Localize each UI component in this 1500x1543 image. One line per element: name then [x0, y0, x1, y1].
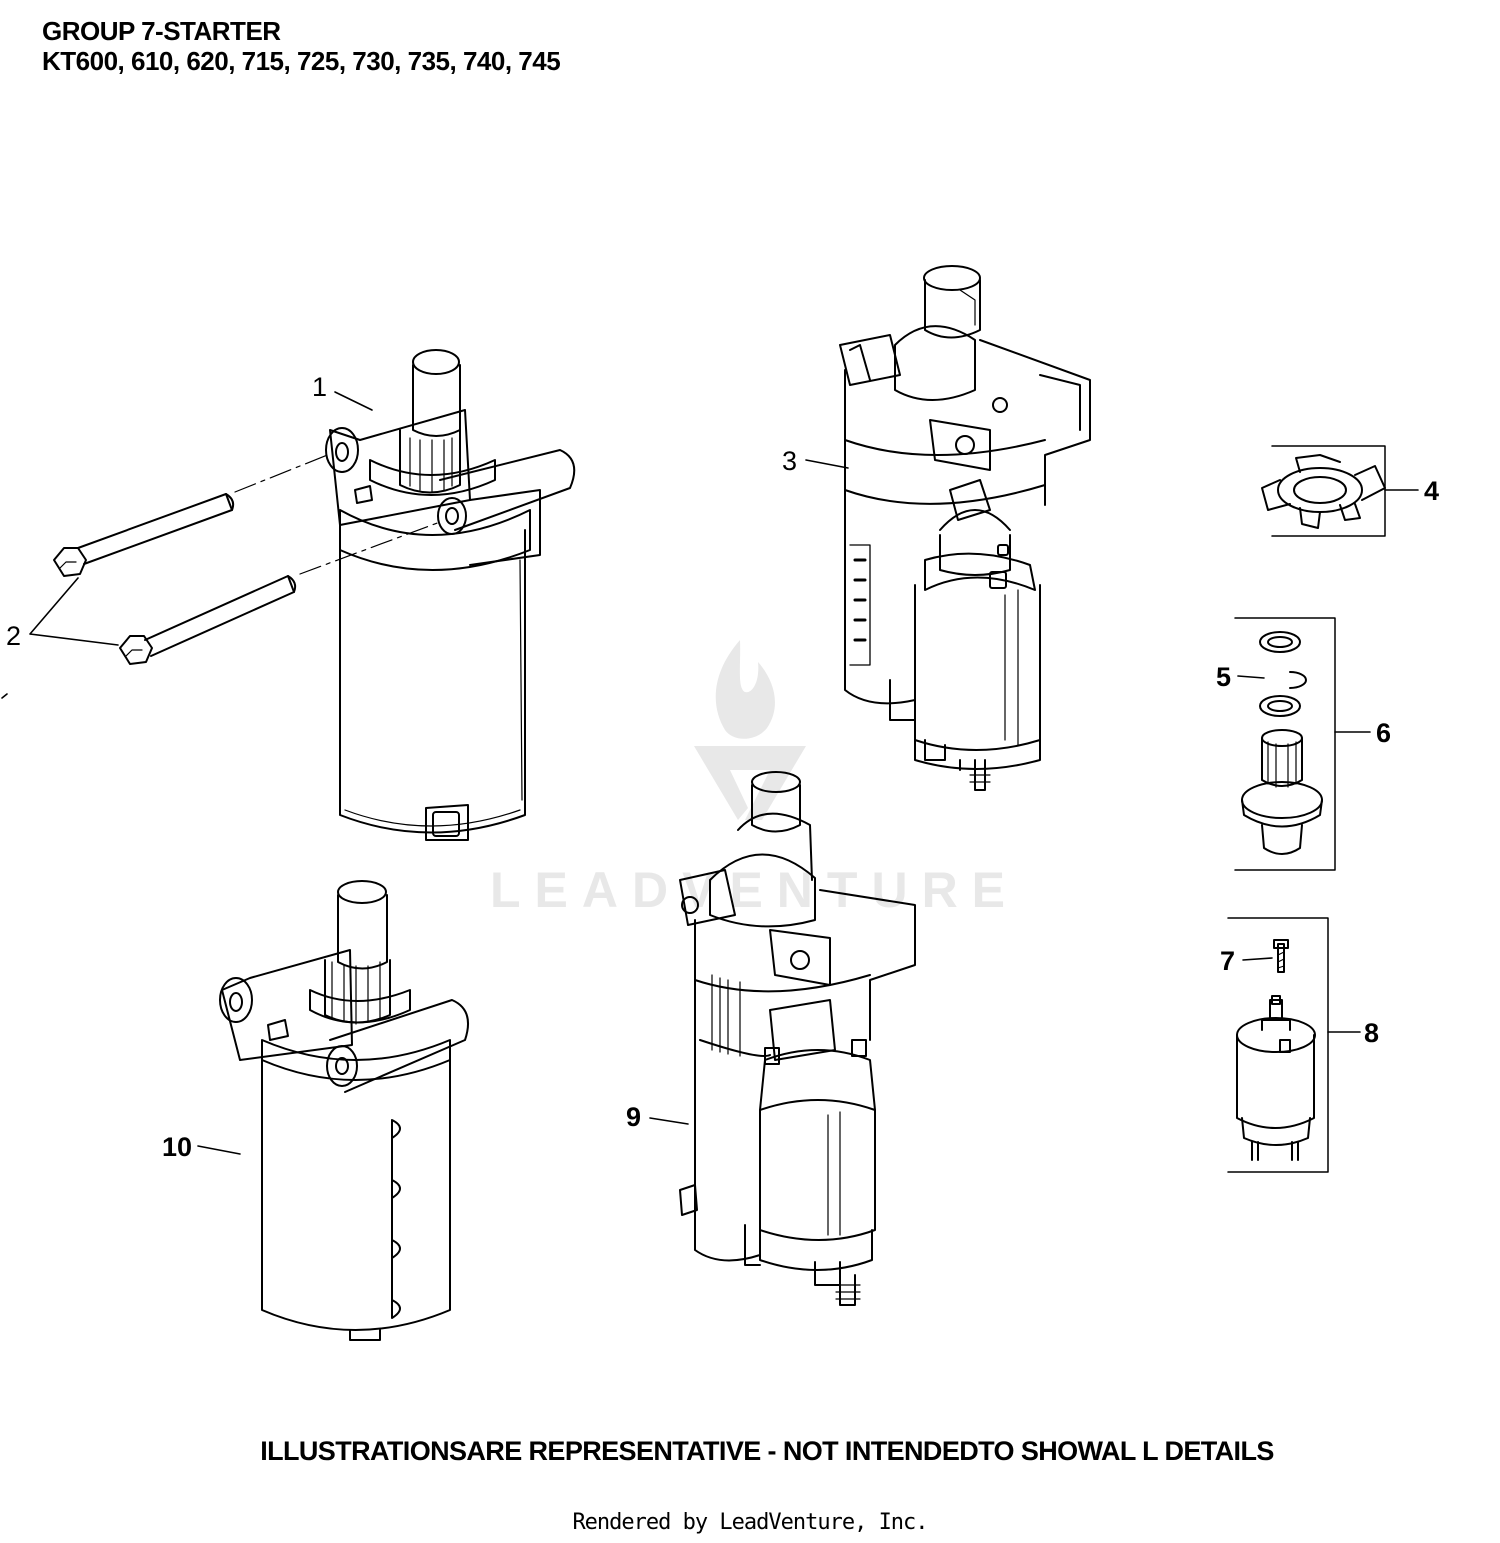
- part-9-starter-solenoid: [679, 771, 916, 1306]
- leader-3: [805, 459, 849, 469]
- callout-5: 5: [1216, 662, 1231, 692]
- render-credit: Rendered by LeadVenture, Inc.: [572, 1510, 928, 1535]
- callout-10: 10: [162, 1132, 192, 1162]
- leader-1: [334, 391, 373, 411]
- leader-lines: [1, 391, 1419, 1155]
- diagram-header: GROUP 7-STARTER KT600, 610, 620, 715, 72…: [42, 16, 561, 76]
- callout-8: 8: [1364, 1018, 1379, 1048]
- part-1-starter: [325, 349, 576, 841]
- callout-labels: 1 2 3 4 5 6 7 8 9 10: [6, 372, 1439, 1162]
- watermark-text: LEADVENTURE: [490, 862, 1019, 918]
- part-8-solenoid: [1227, 917, 1329, 1173]
- part-10-starter: [219, 880, 469, 1341]
- diagram-title: GROUP 7-STARTER: [42, 16, 281, 46]
- callout-7: 7: [1220, 946, 1235, 976]
- leadventure-watermark: LEADVENTURE: [490, 640, 1019, 918]
- leader-10: [197, 1145, 241, 1155]
- model-list: KT600, 610, 620, 715, 725, 730, 735, 740…: [42, 46, 561, 76]
- callout-9: 9: [626, 1102, 641, 1132]
- flame-icon: [715, 640, 775, 739]
- leader-9: [649, 1117, 689, 1125]
- callout-2: 2: [6, 621, 21, 651]
- leader-2: [29, 577, 119, 646]
- part-3-starter-solenoid: [839, 265, 1091, 791]
- callout-1: 1: [312, 372, 327, 402]
- callout-4: 4: [1424, 476, 1439, 506]
- callout-6: 6: [1376, 718, 1391, 748]
- leader-5: [1237, 675, 1265, 679]
- part-2-bolts: [53, 453, 441, 665]
- stray-mark: [1, 693, 8, 699]
- callout-3: 3: [782, 446, 797, 476]
- part-6-drive-kit: [1234, 617, 1336, 871]
- part-4-retainer: [1261, 445, 1386, 537]
- v-mark-icon: [694, 746, 806, 820]
- disclaimer-note: ILLUSTRATIONSARE REPRESENTATIVE - NOT IN…: [260, 1436, 1274, 1466]
- leader-7: [1242, 957, 1273, 961]
